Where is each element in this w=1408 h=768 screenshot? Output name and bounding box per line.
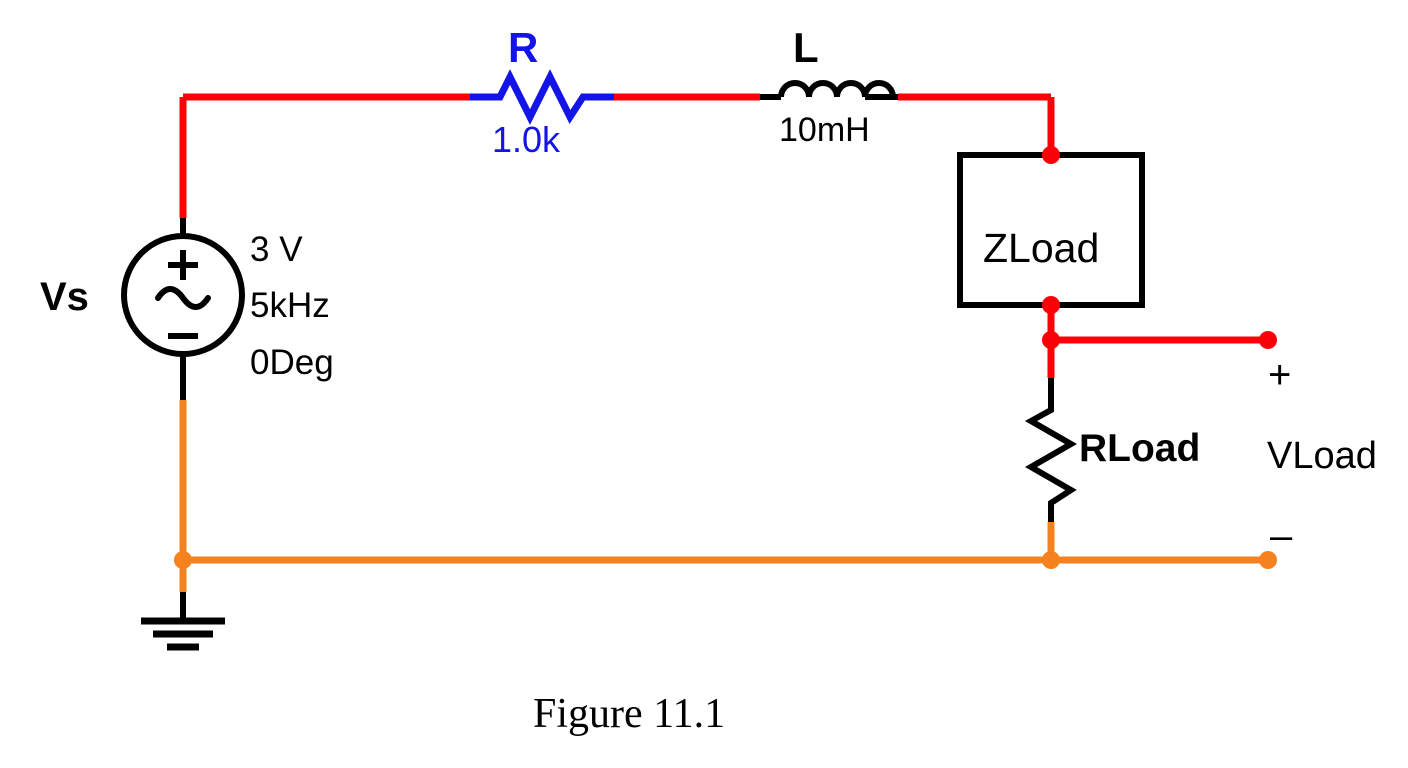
source-sine-icon [155,286,211,310]
source-plus-icon [168,250,198,280]
source-ref-label: Vs [40,275,89,319]
ac-voltage-source[interactable] [121,218,245,400]
resistor-value-label: 1.0k [492,119,561,160]
ground-symbol[interactable] [141,592,225,651]
rload-ref-label: RLoad [1079,427,1201,470]
terminal-minus-label: – [1270,514,1293,558]
figure-caption: Figure 11.1 [533,691,726,737]
resistor-rload[interactable] [1024,378,1078,522]
zload-ref-label: ZLoad [983,225,1100,271]
source-phase-label: 0Deg [250,343,334,382]
resistor-ref-label: R [508,24,539,71]
inductor-ref-label: L [793,24,819,71]
resistor-r[interactable] [470,69,614,125]
source-frequency-label: 5kHz [250,286,330,325]
node-ground-junction [174,551,192,569]
node-terminal-plus [1259,331,1277,349]
rload-zigzag-icon [1024,378,1078,522]
terminal-output-label: VLoad [1267,435,1377,477]
zload-rect [957,152,1145,308]
inductor-coil-icon [778,80,896,98]
node-zload-bottom [1042,296,1060,314]
inductor-value-label: 10mH [779,111,870,149]
node-terminal-minus [1259,551,1277,569]
source-amplitude-label: 3 V [250,230,303,269]
zload-block[interactable] [957,152,1145,308]
node-rload-ground [1042,551,1060,569]
terminal-plus-label: + [1268,353,1292,397]
node-zload-top [1042,146,1060,164]
resistor-zigzag-icon [470,69,614,125]
node-vload-branch [1042,331,1060,349]
inductor-l[interactable] [760,80,898,100]
